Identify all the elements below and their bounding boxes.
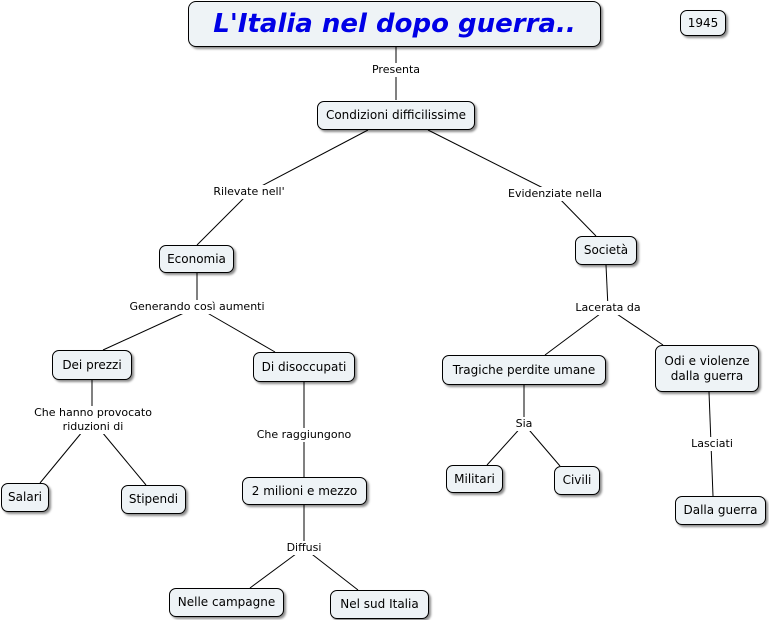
year-badge: 1945 — [680, 10, 726, 36]
node-militari: Militari — [446, 465, 503, 493]
node-salari: Salari — [1, 483, 49, 512]
link-label-raggiungono: Che raggiungono — [254, 428, 354, 442]
node-disoccupati: Di disoccupati — [253, 352, 355, 382]
node-campagne: Nelle campagne — [169, 588, 284, 617]
node-stipendi: Stipendi — [121, 485, 186, 514]
node-civili: Civili — [554, 466, 600, 495]
connector — [554, 193, 597, 237]
link-label-provocato: Che hanno provocato riduzioni di — [32, 406, 154, 434]
node-perdite: Tragiche perdite umane — [442, 355, 606, 385]
connector — [249, 129, 369, 193]
connector — [605, 264, 609, 309]
link-label-lasciati: Lasciati — [689, 437, 735, 451]
node-milioni: 2 milioni e mezzo — [242, 477, 367, 505]
link-label-rilevate: Rilevate nell' — [211, 185, 287, 199]
connector — [196, 191, 251, 246]
node-dalla-guerra: Dalla guerra — [675, 496, 766, 525]
connector — [303, 547, 359, 591]
connector — [196, 306, 276, 353]
node-societa: Società — [575, 236, 637, 265]
node-odi: Odi e violenze dalla guerra — [655, 345, 759, 392]
link-label-evidenziate: Evidenziate nella — [506, 187, 604, 201]
node-sud: Nel sud Italia — [330, 590, 429, 619]
connector — [102, 306, 198, 351]
node-economia: Economia — [159, 245, 234, 273]
link-label-lacerata: Lacerata da — [573, 301, 643, 315]
connector — [427, 129, 556, 195]
connector — [523, 423, 561, 467]
node-condizioni: Condizioni difficilissime — [317, 101, 475, 130]
connector — [544, 307, 609, 356]
page-title: L'Italia nel dopo guerra.. — [188, 1, 601, 47]
link-label-presenta: Presenta — [369, 63, 423, 77]
node-prezzi: Dei prezzi — [52, 350, 132, 380]
link-label-diffusi: Diffusi — [284, 541, 324, 555]
link-label-sia: Sia — [513, 417, 535, 431]
link-label-generando: Generando così aumenti — [127, 300, 267, 314]
